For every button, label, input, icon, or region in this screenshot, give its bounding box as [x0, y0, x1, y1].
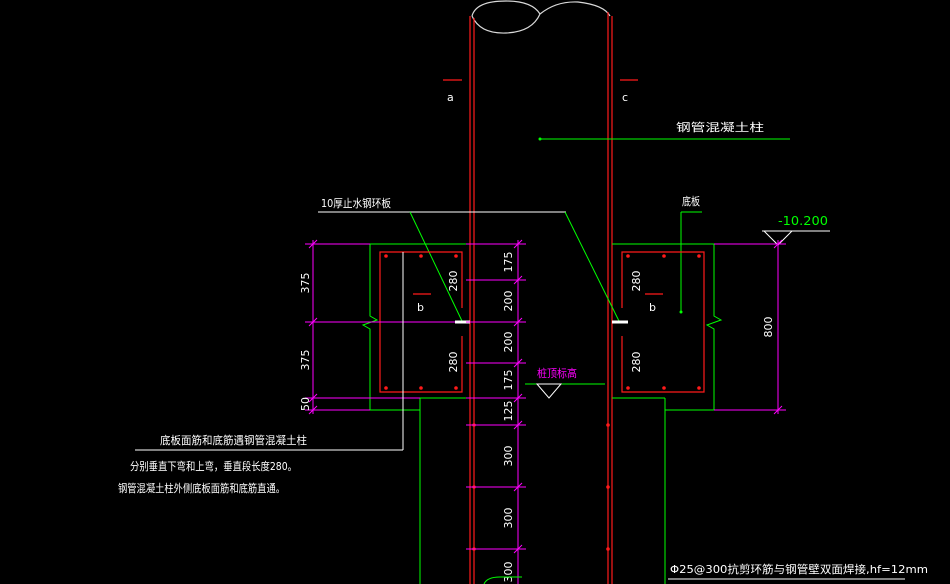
- shear-ring-note-text: Φ25@300抗剪环筋与钢管壁双面焊接,hf=12mm: [670, 562, 928, 576]
- shear-ring-note: Φ25@300抗剪环筋与钢管壁双面焊接,hf=12mm: [483, 562, 928, 584]
- shear-ring-dot: [606, 547, 610, 551]
- slab-rebar-note: 底板面筋和底筋遇钢管混凝土柱 分别垂直下弯和上弯，垂直段长度280。 钢管混凝土…: [118, 252, 404, 495]
- rebar-dot: [626, 254, 630, 258]
- dim-value: 200: [502, 332, 515, 353]
- dim-value: 800: [762, 317, 775, 338]
- right-dimension-chain: 800: [714, 239, 786, 415]
- bent-bar-dim-left-upper: 280: [447, 271, 460, 292]
- dim-value: 125: [502, 401, 515, 422]
- shear-ring-leader-fragment: [483, 576, 522, 584]
- section-mark-label: b: [417, 301, 424, 314]
- elevation-triangle-icon: [535, 383, 563, 399]
- dim-tick: [308, 239, 318, 249]
- section-mark-a: a: [443, 79, 462, 104]
- dim-tick: [308, 405, 318, 415]
- water-stop-plate-right: [612, 320, 628, 324]
- shear-ring-dot: [606, 485, 610, 489]
- center-dimension-chain: 175 200 200 175 125 300 300 300: [466, 239, 526, 584]
- break-line-right: [539, 1, 611, 17]
- rebar-dot: [384, 254, 388, 258]
- dim-value: 175: [502, 370, 515, 391]
- dim-tick: [513, 544, 523, 554]
- water-stop-plate-text: 10厚止水钢环板: [321, 196, 391, 210]
- slab-right-edge-break: [705, 244, 723, 410]
- dim-value: 375: [299, 273, 312, 294]
- dim-value: 300: [502, 446, 515, 467]
- dim-value: 375: [299, 350, 312, 371]
- break-line-left-upper: [471, 0, 541, 17]
- left-dimension-chain: 375 375 50: [299, 239, 455, 415]
- rebar-dot: [384, 386, 388, 390]
- dim-tick: [308, 393, 318, 403]
- shear-ring-dot: [606, 423, 610, 427]
- bent-bar-dimensions: 280 280 280 280: [447, 271, 643, 373]
- base-slab-text: 底板: [682, 194, 700, 208]
- column-label-text: 钢管混凝土柱: [676, 120, 764, 134]
- rebar-dot: [662, 254, 666, 258]
- water-stop-leader-left: [409, 211, 463, 322]
- rebar-dot: [626, 386, 630, 390]
- slab-rebar-right: [621, 251, 705, 393]
- pile-top-elevation-marker: 桩顶标高: [525, 366, 605, 399]
- dim-tick: [513, 317, 523, 327]
- section-mark-b-right: b: [645, 293, 663, 314]
- rebar-note-line-2: 分别垂直下弯和上弯，垂直段长度280。: [130, 459, 297, 473]
- dim-value: 50: [299, 397, 312, 411]
- section-mark-b-left: b: [413, 293, 431, 314]
- dim-tick: [513, 239, 523, 249]
- steel-tube: [469, 12, 613, 584]
- dim-tick: [513, 482, 523, 492]
- rebar-note-line-3: 钢管混凝土柱外侧底板面筋和底筋直通。: [118, 481, 285, 495]
- water-stop-leader-right: [564, 211, 620, 322]
- dim-tick: [773, 239, 783, 249]
- section-mark-c: c: [620, 79, 638, 104]
- section-mark-label: c: [622, 91, 628, 104]
- water-stop-plate-left: [455, 320, 470, 324]
- bent-bar-dim-right-upper: 280: [630, 271, 643, 292]
- bent-bar-dim-left-lower: 280: [447, 352, 460, 373]
- pipe-break-symbol: [471, 0, 611, 34]
- base-slab-label: 底板: [679, 194, 702, 314]
- dim-tick: [308, 317, 318, 327]
- rebar-dot: [662, 386, 666, 390]
- dim-tick: [513, 358, 523, 368]
- rebar-dot: [454, 254, 458, 258]
- dim-tick: [513, 420, 523, 430]
- dim-value: 300: [502, 508, 515, 529]
- rebar-right-outline: [621, 251, 705, 393]
- rebar-dot: [697, 254, 701, 258]
- section-mark-label: a: [447, 91, 454, 104]
- concrete-outline: [361, 243, 723, 584]
- rebar-dot: [697, 386, 701, 390]
- leader-dot: [679, 310, 683, 314]
- elevation-marker: -10.200: [762, 214, 830, 246]
- dim-value: 175: [502, 252, 515, 273]
- bent-bar-dim-right-lower: 280: [630, 352, 643, 373]
- slab-left-edge-break: [361, 244, 379, 410]
- column-label: 钢管混凝土柱: [538, 120, 790, 141]
- leader-dot: [538, 137, 542, 141]
- dim-value: 200: [502, 291, 515, 312]
- rebar-dot: [419, 254, 423, 258]
- rebar-note-line-1: 底板面筋和底筋遇钢管混凝土柱: [160, 433, 307, 447]
- dim-tick: [773, 405, 783, 415]
- elevation-text: -10.200: [778, 214, 828, 228]
- dim-tick: [513, 393, 523, 403]
- rebar-dot: [454, 386, 458, 390]
- dim-tick: [513, 275, 523, 285]
- dim-value: 300: [502, 562, 515, 583]
- water-stop-plate-label: 10厚止水钢环板: [318, 196, 620, 322]
- pile-top-elevation-text: 桩顶标高: [537, 366, 577, 380]
- rebar-dot: [419, 386, 423, 390]
- break-line-left-lower: [471, 13, 541, 34]
- elevation-triangle-icon: [762, 230, 794, 246]
- section-mark-label: b: [649, 301, 656, 314]
